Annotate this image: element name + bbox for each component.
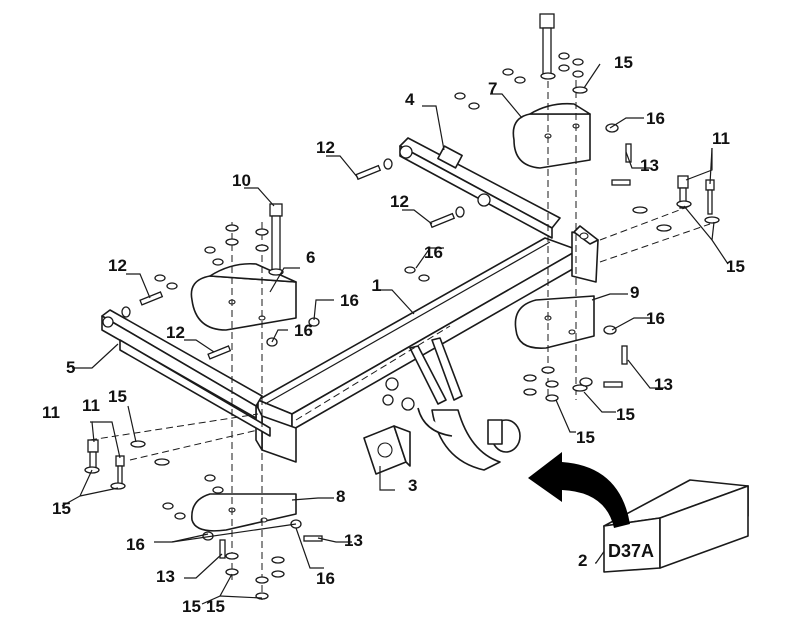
callout-15-h: 15 (206, 597, 225, 616)
callout-13-b: 13 (654, 375, 673, 394)
callout-10: 10 (232, 171, 251, 190)
callout-11-left-b: 11 (82, 396, 100, 415)
callout-13-c: 13 (156, 567, 175, 586)
callout-6: 6 (306, 248, 315, 267)
bracket-9 (514, 295, 595, 349)
callout-8: 8 (336, 487, 345, 506)
callout-13-a: 13 (640, 156, 659, 175)
callout-16-f: 16 (126, 535, 145, 554)
tow-ball-neck (382, 337, 521, 471)
callout-15-c: 15 (108, 387, 127, 406)
curved-arrow-icon (528, 452, 630, 528)
callout-15-e: 15 (616, 405, 635, 424)
callout-5: 5 (66, 358, 75, 377)
callout-15-g: 15 (182, 597, 201, 616)
callout-16-b: 16 (424, 243, 443, 262)
callout-15-b: 15 (726, 257, 745, 276)
callout-1: 1 (372, 276, 381, 295)
callout-12-b: 12 (390, 192, 409, 211)
side-arm-right (399, 137, 561, 239)
callout-16-e: 16 (646, 309, 665, 328)
bracket-7 (512, 102, 591, 169)
callout-16-d: 16 (294, 321, 313, 340)
callout-2: 2 (578, 551, 587, 570)
callout-11-left-a: 11 (42, 403, 60, 422)
callout-12-d: 12 (166, 323, 185, 342)
callout-7: 7 (488, 79, 497, 98)
hardware (84, 13, 720, 600)
callout-9: 9 (630, 283, 639, 302)
callout-15-d: 15 (52, 499, 71, 518)
callout-16-g: 16 (316, 569, 335, 588)
callout-13-d: 13 (344, 531, 363, 550)
callout-16-a: 16 (646, 109, 665, 128)
kit-box (603, 479, 749, 573)
callout-16-c: 16 (340, 291, 359, 310)
right-end-plate (571, 225, 599, 283)
bracket-8 (191, 493, 297, 532)
callout-12-a: 12 (316, 138, 335, 157)
leader-lines (61, 63, 729, 605)
callout-12-c: 12 (108, 256, 127, 275)
kit-box-label: D37A (608, 541, 654, 561)
callout-4: 4 (405, 90, 415, 109)
callouts: 1 2 3 4 5 6 7 8 9 10 11 11 11 12 12 12 1… (42, 53, 745, 616)
side-arm-left (101, 309, 271, 437)
callout-3: 3 (408, 476, 417, 495)
callout-15-f: 15 (576, 428, 595, 447)
socket-plate (363, 425, 411, 475)
callout-11-right: 11 (712, 129, 730, 148)
guide-lines (89, 70, 711, 600)
callout-15-a: 15 (614, 53, 633, 72)
